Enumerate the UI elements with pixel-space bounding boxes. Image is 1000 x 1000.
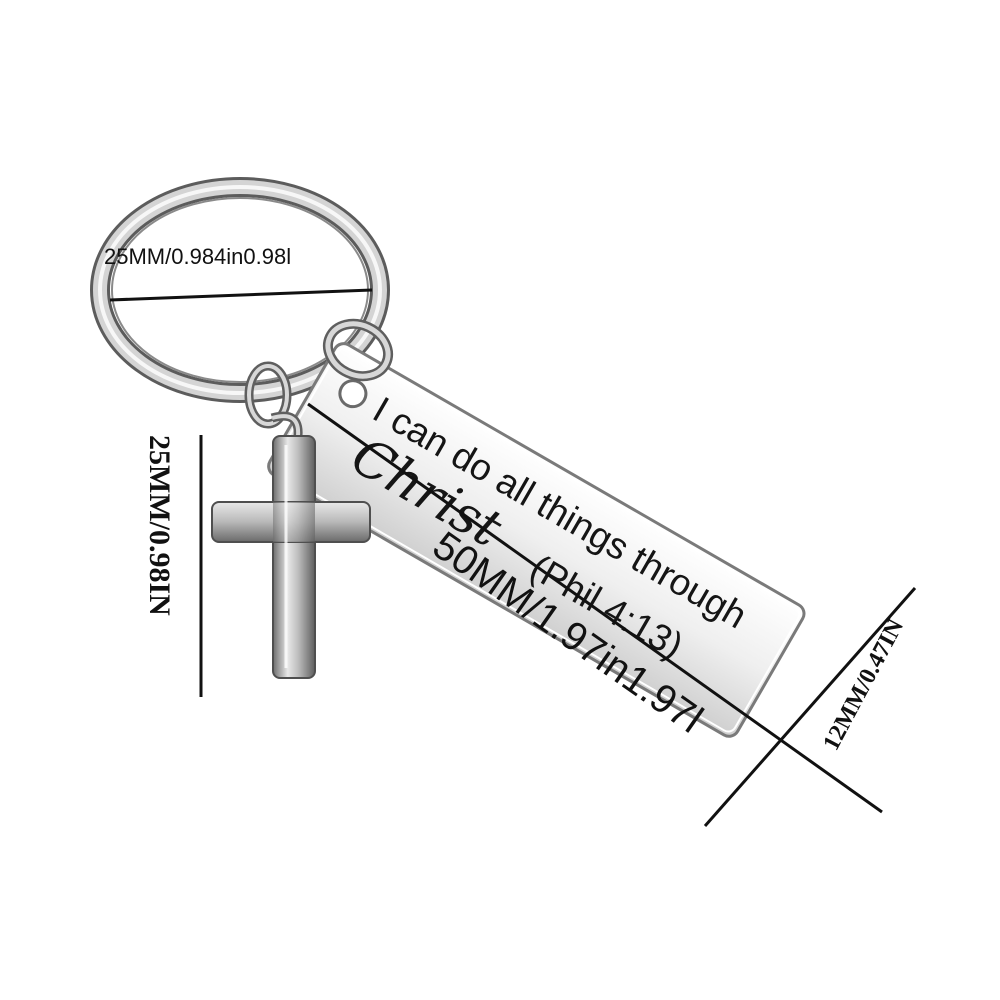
ring-diameter-line <box>109 288 373 302</box>
tag-width-line <box>703 587 917 827</box>
tag-jump-ring <box>322 318 394 382</box>
cross-pendant <box>211 435 371 679</box>
ring-diameter-label: 25MM/0.984in0.98l <box>104 244 291 269</box>
tag-width-label: 12MM/0.47IN <box>818 614 909 755</box>
tag-hole <box>338 379 368 409</box>
cross-height-label: 25MM/0.98IN <box>143 435 176 616</box>
tag-length-line <box>307 402 883 814</box>
